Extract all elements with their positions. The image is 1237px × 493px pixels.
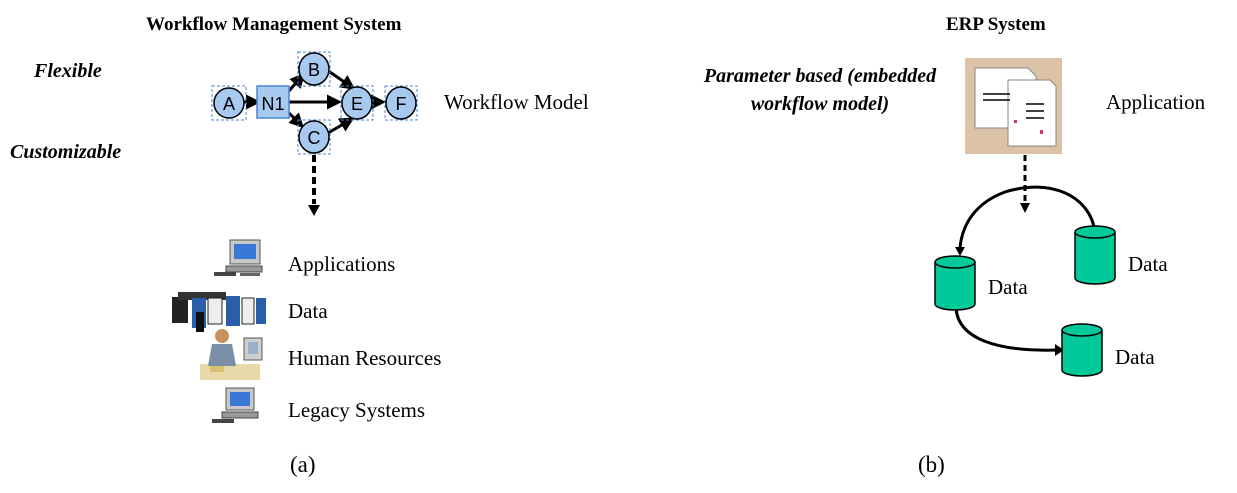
- caption-a: (a): [290, 452, 316, 477]
- node-e-icon: E: [340, 85, 374, 121]
- workflow-edges: [244, 68, 386, 135]
- flexible-label: Flexible: [34, 60, 102, 82]
- node-n1-icon: N1: [256, 85, 290, 119]
- resource-data-label: Data: [288, 299, 328, 323]
- customizable-label: Customizable: [10, 141, 122, 163]
- node-f-icon: F: [384, 85, 418, 121]
- svg-text:N1: N1: [261, 94, 284, 114]
- node-b-icon: B: [297, 51, 331, 87]
- data-label-left: Data: [988, 275, 1028, 299]
- database-icon: [1061, 323, 1103, 377]
- data-label-right: Data: [1128, 252, 1168, 276]
- svg-text:F: F: [396, 94, 407, 114]
- caption-b: (b): [918, 452, 945, 477]
- resource-applications-label: Applications: [288, 252, 396, 276]
- svg-text:C: C: [308, 128, 321, 148]
- node-a-icon: A: [211, 85, 247, 121]
- resource-human-label: Human Resources: [288, 346, 442, 370]
- person-at-desk-icon: [200, 329, 263, 380]
- workflow-down-arrow: [308, 155, 320, 216]
- svg-text:E: E: [351, 94, 363, 114]
- parameter-based-label: Parameter based (embedded workflow model…: [703, 65, 937, 115]
- svg-text:B: B: [308, 60, 320, 80]
- document-icon: [965, 58, 1062, 154]
- legacy-computer-icon: [212, 387, 259, 423]
- application-label: Application: [1106, 90, 1206, 114]
- panel-a-title: Workflow Management System: [146, 14, 402, 35]
- workflow-model-label: Workflow Model: [444, 90, 589, 114]
- database-icon: [934, 255, 976, 311]
- resource-legacy-label: Legacy Systems: [288, 398, 426, 422]
- database-icon: [1074, 225, 1116, 285]
- svg-text:A: A: [223, 94, 235, 114]
- node-c-icon: C: [297, 119, 331, 155]
- data-label-bottom: Data: [1115, 345, 1155, 369]
- panel-b-title: ERP System: [946, 14, 1046, 35]
- computer-icon: [214, 239, 263, 276]
- server-racks-icon: [172, 292, 266, 332]
- data-flow-arrows: [954, 185, 1097, 356]
- application-down-arrow: [1020, 155, 1030, 213]
